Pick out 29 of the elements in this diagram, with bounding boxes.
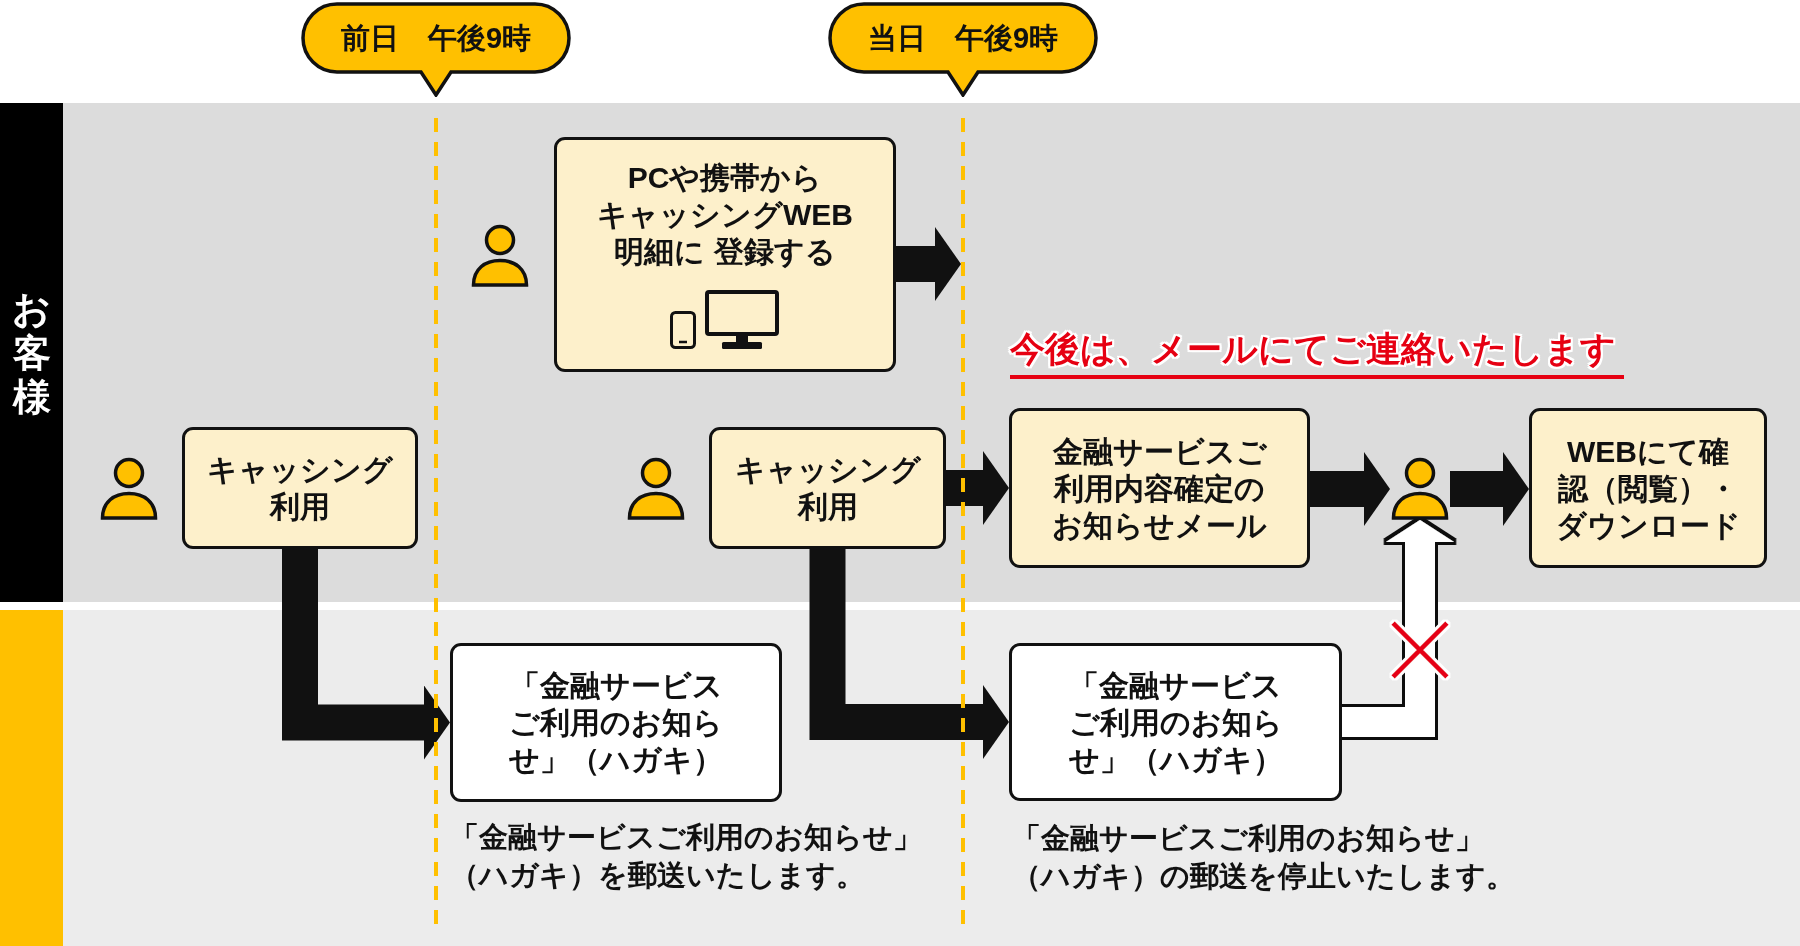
time-callout (301, 2, 571, 97)
process-box (709, 427, 946, 549)
swimlane (0, 610, 1800, 946)
elbow-arrow (809, 549, 1009, 759)
step-text: キャッシング利用 (206, 452, 394, 525)
process-box (554, 137, 896, 372)
block-arrow (1310, 452, 1390, 526)
time-callout (828, 2, 1098, 97)
process-box (1009, 408, 1310, 568)
block-arrow (896, 227, 961, 301)
step-text: PCや携帯からキャッシングWEB明細に 登録する (596, 160, 854, 270)
box-caption: 「金融サービスご利用のお知らせ」（ハガキ）の郵送を停止いたします。 (1012, 821, 1516, 894)
process-box (182, 427, 418, 549)
box-caption: 「金融サービスご利用のお知らせ」（ハガキ）を郵送いたします。 (450, 820, 923, 893)
lane-title: お客様 (11, 286, 52, 419)
person-icon (1390, 457, 1450, 520)
elbow-arrow (282, 549, 450, 760)
note-heading: 今後は、メールにてご連絡いたします (1010, 327, 1624, 379)
process-box (1529, 408, 1767, 568)
step-text: 金融サービスご利用内容確定のお知らせメール (1051, 433, 1268, 544)
step-text: キャッシング利用 (733, 452, 922, 525)
step-text: WEBにて確認（閲覧）・ダウンロード (1554, 433, 1742, 544)
step-text: 「金融サービスご利用のお知らせ」（ハガキ） (508, 668, 724, 778)
swimlane (0, 103, 1800, 602)
block-arrow (946, 451, 1009, 525)
time-label: 当日 午後9時 (867, 21, 1059, 55)
time-label: 前日 午後9時 (340, 21, 532, 55)
step-text: 「金融サービスご利用のお知らせ」（ハガキ） (1067, 667, 1284, 778)
block-arrow (1450, 452, 1529, 526)
